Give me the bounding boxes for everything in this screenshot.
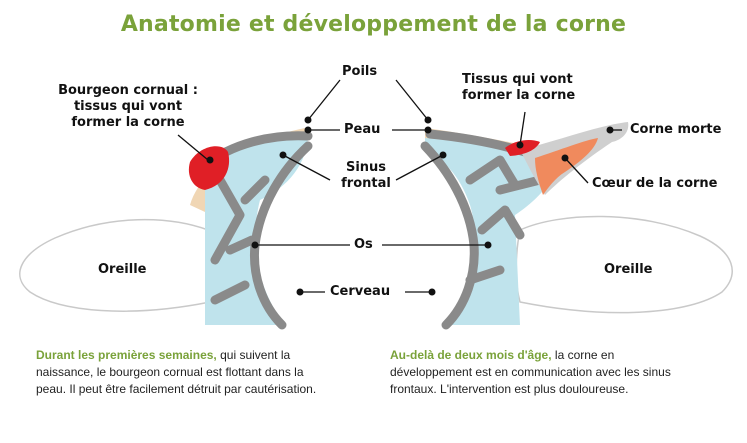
caption-right-highlight: Au-delà de deux mois d'âge, bbox=[390, 348, 552, 362]
label-corne-morte: Corne morte bbox=[630, 122, 722, 137]
label-bourgeon-line3: former la corne bbox=[71, 115, 185, 130]
caption-left-highlight: Durant les premières semaines, bbox=[36, 348, 217, 362]
leader-dots bbox=[206, 116, 614, 296]
right-ear bbox=[515, 215, 733, 314]
right-growth-tissue bbox=[505, 140, 540, 156]
label-tissus-line2: former la corne bbox=[462, 88, 576, 103]
label-oreille-right: Oreille bbox=[604, 262, 653, 277]
leader-lines bbox=[177, 79, 622, 293]
label-cerveau: Cerveau bbox=[330, 284, 391, 299]
leader-poils-right bbox=[395, 79, 429, 121]
label-tissus-right: Tissus qui vont former la corne bbox=[462, 72, 575, 104]
leader-bourgeon bbox=[177, 134, 209, 161]
label-bourgeon-line2: tissus qui vont bbox=[73, 99, 183, 114]
left-horn-bud bbox=[188, 146, 230, 190]
leader-sinus-right bbox=[395, 154, 444, 181]
label-oreille-left: Oreille bbox=[98, 262, 147, 277]
label-tissus-line1: Tissus qui vont bbox=[462, 72, 573, 87]
caption-left: Durant les premières semaines, qui suive… bbox=[36, 347, 336, 398]
label-bourgeon-line1: Bourgeon cornual : bbox=[58, 83, 198, 98]
leader-poils-left bbox=[307, 79, 341, 121]
horn-core bbox=[535, 138, 598, 195]
label-poils: Poils bbox=[342, 64, 378, 79]
leader-tissus-right bbox=[519, 111, 526, 146]
label-os: Os bbox=[354, 237, 373, 252]
caption-right: Au-delà de deux mois d'âge, la corne en … bbox=[390, 347, 690, 398]
caption-right-text: la corne en développement est en communi… bbox=[390, 348, 671, 396]
label-sinus: Sinus frontal bbox=[336, 160, 396, 192]
leader-coeur bbox=[564, 157, 589, 184]
label-sinus-line2: frontal bbox=[341, 176, 391, 191]
label-coeur: Cœur de la corne bbox=[592, 176, 718, 191]
diagram-title: Anatomie et développement de la corne bbox=[120, 12, 627, 37]
label-sinus-line1: Sinus bbox=[345, 160, 387, 175]
caption-left-text: qui suivent la naissance, le bourgeon co… bbox=[36, 348, 317, 396]
leader-sinus-left bbox=[282, 154, 331, 181]
label-bourgeon: Bourgeon cornual : tissus qui vont forme… bbox=[28, 83, 228, 131]
label-peau: Peau bbox=[344, 122, 381, 137]
